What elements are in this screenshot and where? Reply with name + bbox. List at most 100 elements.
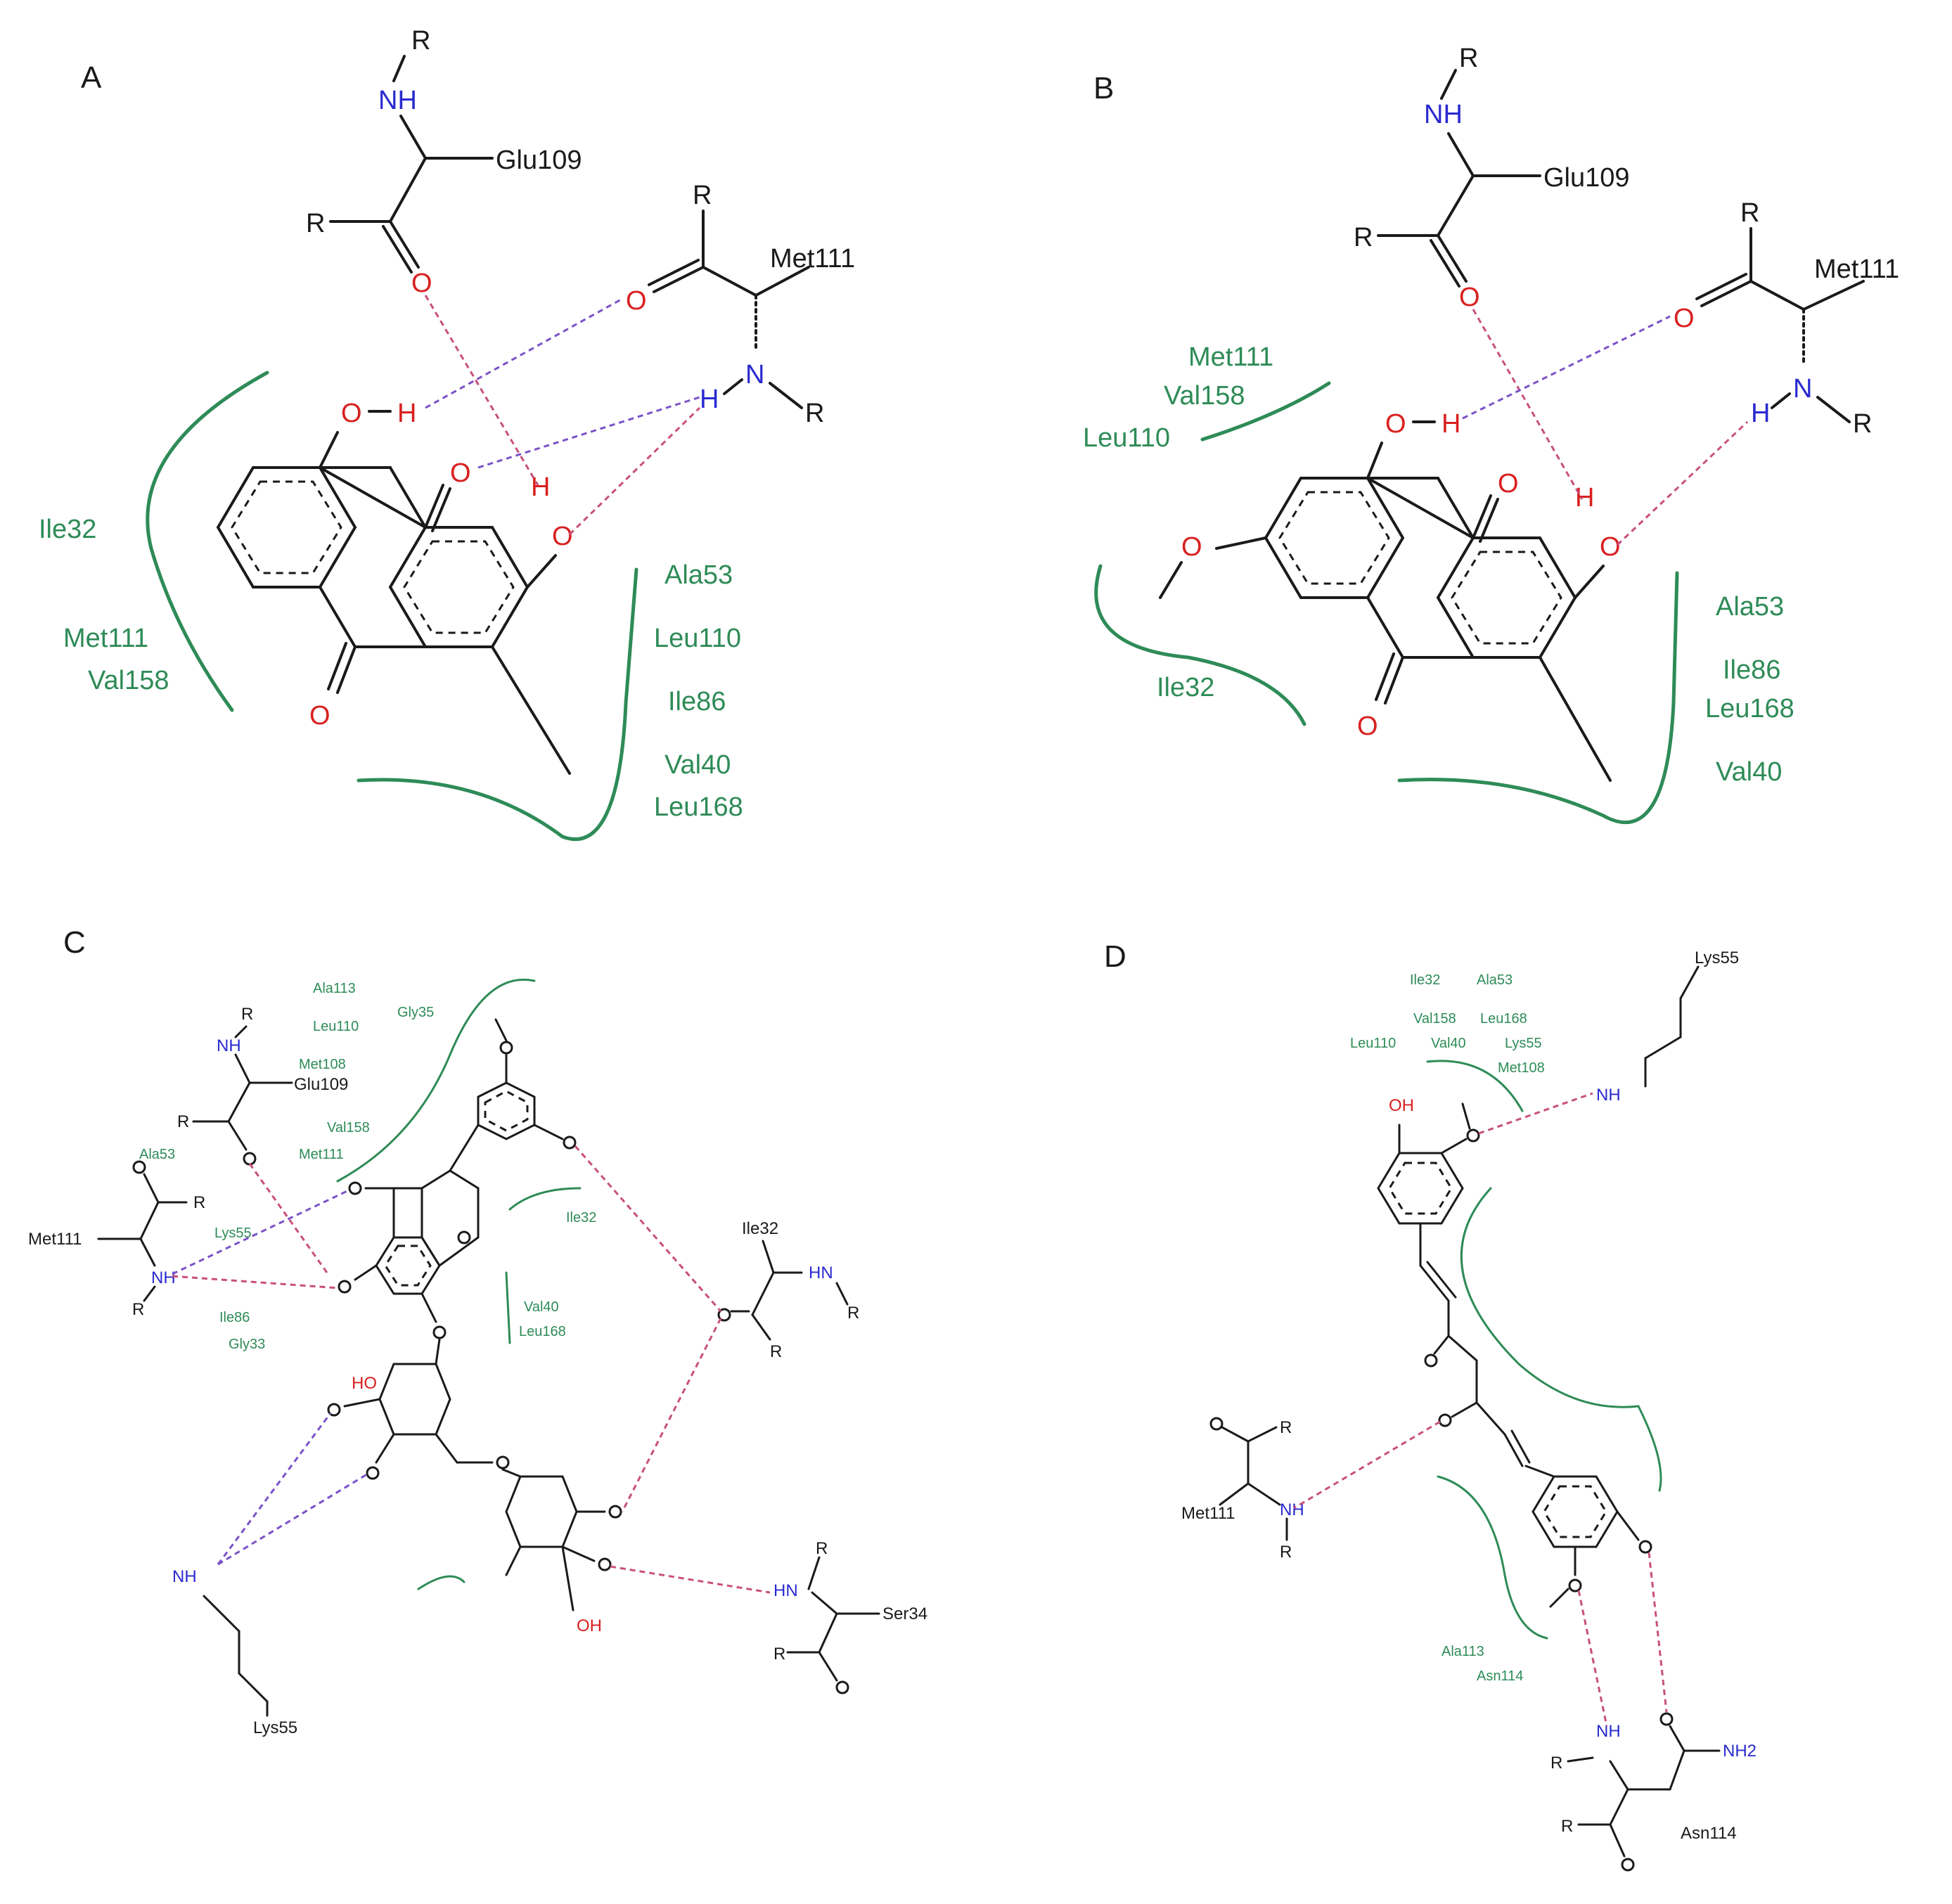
- panel-c: C NH R Glu109 R Met111 R NH R: [28, 925, 927, 1737]
- panel-b: B NH R Glu109 R O R Met111 O N R H: [1083, 44, 1899, 825]
- c-ser34-r2: R: [773, 1645, 785, 1664]
- hyd-a-ala53: Ala53: [664, 560, 733, 590]
- lig-b-h2: H: [1441, 409, 1460, 439]
- d-hyd-ile32: Ile32: [1410, 972, 1440, 988]
- d-hyd-lys55: Lys55: [1505, 1036, 1542, 1051]
- d-hyd-met108: Met108: [1498, 1060, 1545, 1076]
- c-ile32-hn: HN: [809, 1263, 833, 1282]
- c-met111-n: NH: [151, 1268, 176, 1287]
- lig-a-o4: O: [341, 399, 362, 428]
- lig-a-o3: O: [552, 522, 573, 551]
- d-hyd-val158: Val158: [1413, 1011, 1456, 1027]
- hyd-a-val40: Val40: [664, 750, 731, 780]
- hyd-b-met111: Met111: [1188, 342, 1273, 372]
- b-glu109-nh: NH: [1424, 100, 1463, 129]
- ligand-d: OH: [1377, 1096, 1652, 1608]
- c-ser34-r1: R: [816, 1539, 828, 1558]
- c-hyd-leu110: Leu110: [313, 1019, 359, 1034]
- b-met111-o: O: [1674, 304, 1695, 333]
- d-asn114-r1: R: [1550, 1754, 1562, 1773]
- c-hyd-val158: Val158: [327, 1120, 370, 1136]
- d-met111-label: Met111: [1181, 1504, 1235, 1523]
- c-rha-oh: OH: [577, 1616, 602, 1635]
- b-met111-r-top: R: [1740, 198, 1759, 228]
- c-hyd-ile86: Ile86: [219, 1310, 250, 1325]
- c-ile32-label: Ile32: [742, 1219, 778, 1238]
- hyd-a-leu110: Leu110: [654, 624, 741, 653]
- lig-b-o3: O: [1600, 532, 1621, 562]
- d-met111-r2: R: [1280, 1543, 1292, 1562]
- c-hyd-ile32: Ile32: [566, 1210, 596, 1226]
- glu109-o: O: [411, 269, 432, 298]
- met111-o: O: [626, 286, 647, 316]
- b-met111-label: Met111: [1814, 255, 1899, 284]
- c-met111-r1: R: [193, 1193, 205, 1212]
- b-glu109-r-top: R: [1459, 44, 1478, 73]
- c-ser34-label: Ser34: [882, 1604, 927, 1623]
- lig-b-ome-o: O: [1181, 532, 1202, 562]
- c-hyd-gly35: Gly35: [397, 1005, 434, 1020]
- hyd-a-ile32: Ile32: [39, 515, 96, 544]
- hyd-b-leu168: Leu168: [1705, 694, 1794, 723]
- c-hyd-met111: Met111: [299, 1147, 344, 1162]
- c-glu109-r2: R: [177, 1112, 189, 1131]
- panel-a-label: A: [81, 60, 102, 95]
- c-glu109-r: R: [241, 1005, 253, 1024]
- b-glu109-o: O: [1459, 283, 1480, 312]
- hyd-b-ile86: Ile86: [1723, 655, 1780, 685]
- ligand-a: O O O H O H: [216, 399, 573, 775]
- hyd-a-ile86: Ile86: [668, 687, 726, 716]
- d-hyd-ala53: Ala53: [1477, 972, 1513, 988]
- lig-b-h1: H: [1575, 483, 1594, 513]
- c-hyd-met108: Met108: [299, 1057, 346, 1072]
- lig-b-o4: O: [1385, 409, 1406, 439]
- d-hyd-leu168: Leu168: [1480, 1011, 1527, 1027]
- c-hyd-gly33: Gly33: [229, 1337, 265, 1352]
- c-ile32-r1: R: [847, 1304, 859, 1323]
- ligand-b: O O O H O H O: [1159, 409, 1621, 782]
- glu109-r-top: R: [411, 26, 430, 56]
- c-lys55-n: NH: [172, 1567, 197, 1586]
- ligand-c: HO OH: [327, 1018, 622, 1635]
- met111-label: Met111: [770, 244, 855, 274]
- d-lys55-label: Lys55: [1695, 948, 1739, 967]
- b-glu109-label: Glu109: [1543, 163, 1630, 193]
- c-hyd-ala113: Ala113: [313, 981, 356, 996]
- met111-r-right: R: [805, 399, 824, 428]
- d-hyd-val40: Val40: [1431, 1036, 1466, 1051]
- d-hyd-ala113: Ala113: [1441, 1644, 1484, 1659]
- c-hyd-ala53: Ala53: [139, 1147, 175, 1162]
- c-ser34-n: HN: [773, 1581, 798, 1600]
- hyd-b-val40: Val40: [1716, 757, 1782, 787]
- panel-d-label: D: [1104, 939, 1126, 974]
- c-glc-ho: HO: [352, 1374, 377, 1393]
- hyd-a-val158: Val158: [88, 666, 169, 695]
- met111-r-top: R: [693, 181, 712, 210]
- d-lys55-n: NH: [1596, 1086, 1621, 1105]
- d-hyd-asn114: Asn114: [1477, 1668, 1523, 1684]
- c-ile32-r2: R: [770, 1342, 782, 1361]
- hyd-b-ile32: Ile32: [1157, 673, 1214, 702]
- d-asn114-nh2: NH2: [1723, 1742, 1757, 1761]
- d-met111-r1: R: [1280, 1418, 1292, 1437]
- d-asn114-r2: R: [1561, 1817, 1573, 1836]
- d-asn114-label: Asn114: [1681, 1824, 1737, 1843]
- panel-a: A NH R Glu109 R O R Met111 O N R H: [39, 26, 855, 842]
- glu109-r-left: R: [306, 209, 325, 238]
- hyd-a-met111: Met111: [63, 624, 148, 653]
- met111-h: H: [700, 385, 719, 414]
- b-met111-h: H: [1751, 399, 1770, 428]
- lig-a-o1: O: [450, 458, 471, 488]
- lig-b-o2: O: [1357, 712, 1378, 741]
- hyd-b-leu110: Leu110: [1083, 423, 1170, 453]
- met111-n: N: [745, 360, 764, 390]
- c-hyd-lys55: Lys55: [214, 1226, 252, 1241]
- c-glu109-nh: NH: [217, 1036, 241, 1055]
- c-lys55-label: Lys55: [253, 1718, 297, 1737]
- panel-b-label: B: [1093, 71, 1114, 105]
- hyd-a-leu168: Leu168: [654, 792, 743, 822]
- b-met111-n: N: [1793, 374, 1812, 404]
- glu109-nh: NH: [378, 86, 417, 115]
- c-met111-r2: R: [132, 1300, 144, 1319]
